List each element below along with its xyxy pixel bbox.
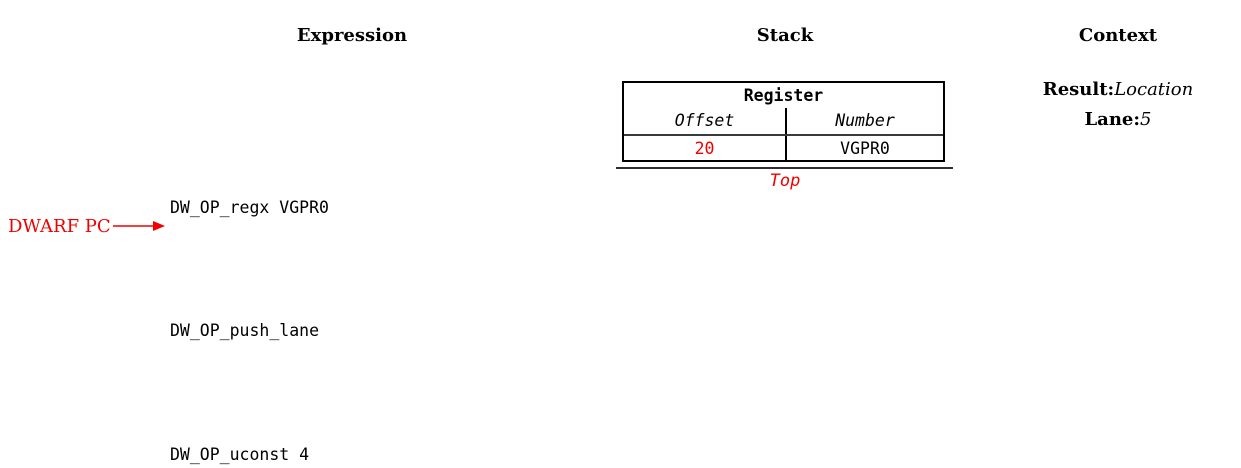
expression-op-list: DW_OP_regx VGPR0 DW_OP_push_lane DW_OP_u… [170, 70, 329, 468]
stack-table-value-row: 20 VGPR0 [624, 134, 943, 160]
stack-top-line [616, 167, 953, 169]
context-fields: Result:Location Lane:5 [1000, 75, 1236, 135]
context-result-label: Result: [1042, 79, 1115, 100]
context-result-value: Location [1114, 79, 1194, 100]
expression-op-item: DW_OP_push_lane [170, 321, 320, 341]
dwarf-pc-marker: DWARF PC [8, 215, 165, 237]
dwarf-pc-label: DWARF PC [8, 215, 111, 237]
expression-column-heading: Expression [296, 25, 408, 46]
context-result-field: Result:Location [1000, 75, 1236, 105]
expression-op-item: DW_OP_regx VGPR0 [170, 198, 329, 218]
stack-column-heading: Stack [756, 25, 814, 46]
context-lane-field: Lane:5 [1000, 105, 1236, 135]
stack-col-header-number: Number [785, 108, 943, 134]
stack-table-header-row: Offset Number [624, 108, 943, 134]
context-lane-label: Lane: [1084, 109, 1141, 130]
stack-entry-type: Register [743, 86, 824, 105]
arrow-right-icon [112, 221, 165, 231]
stack-entry-table: Register Offset Number 20 VGPR0 [622, 81, 945, 162]
stack-offset-value: 20 [694, 139, 715, 158]
stack-top-label: Top [769, 171, 801, 191]
context-column-heading: Context [1078, 25, 1158, 46]
stack-register-number-value: VGPR0 [785, 136, 943, 160]
stack-col-header-offset: Offset [674, 111, 735, 130]
context-lane-value: 5 [1140, 109, 1152, 130]
expression-op-item: DW_OP_uconst 4 [170, 444, 310, 464]
